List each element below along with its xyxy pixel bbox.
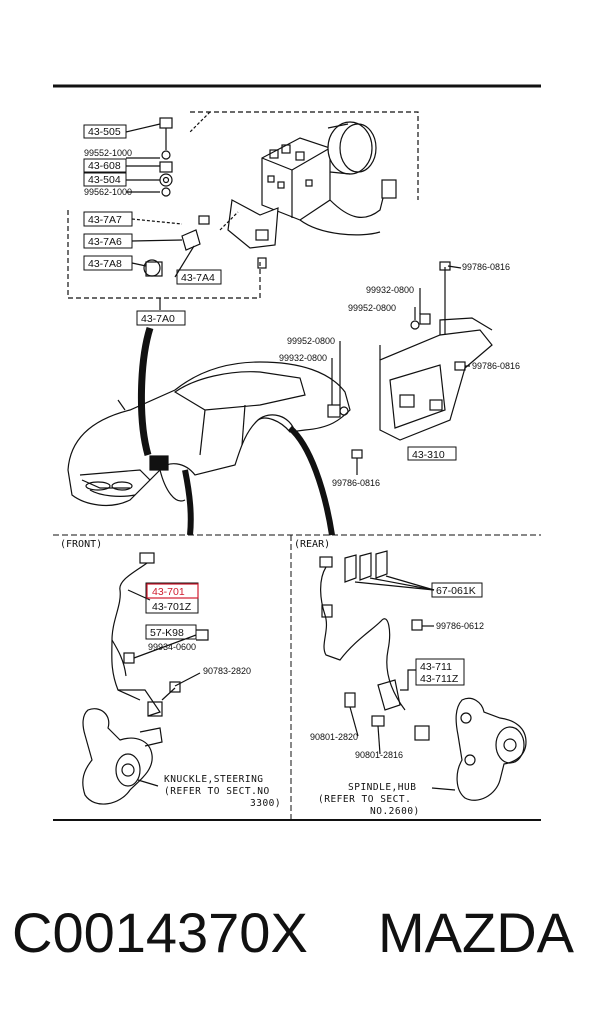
front-note-line1: KNUCKLE,STEERING [164, 774, 264, 785]
label-99786-0816-bottom: 99786-0816 [332, 478, 380, 488]
label-43-505: 43-505 [88, 126, 121, 138]
brand-name: MAZDA [378, 901, 574, 964]
label-57-k98: 57-K98 [150, 627, 184, 639]
label-99552-1000: 99552-1000 [84, 148, 132, 158]
label-43-711z: 43-711Z [420, 673, 459, 685]
label-43-310: 43-310 [412, 449, 445, 461]
label-43-504: 43-504 [88, 174, 121, 186]
label-99932-0800-b: 99932-0800 [279, 353, 327, 363]
highlight-box-43-701 [146, 583, 199, 599]
label-99786-0816-top: 99786-0816 [462, 262, 510, 272]
rear-sensor-group [319, 550, 527, 801]
part-code: C0014370X [12, 901, 308, 964]
label-99952-0800-a: 99952-0800 [348, 303, 396, 313]
label-90801-2820: 90801-2820 [310, 732, 358, 742]
label-43-7a4: 43-7A4 [181, 272, 215, 284]
label-99934-0600: 99934-0600 [148, 642, 196, 652]
label-67-061k: 67-061K [436, 585, 476, 597]
label-43-701: 43-701 [152, 586, 185, 598]
label-43-608: 43-608 [88, 160, 121, 172]
front-pointer-arrow [182, 469, 194, 536]
front-note-line3: 3300) [250, 798, 281, 809]
label-99562-1000: 99562-1000 [84, 187, 132, 197]
label-boxes [83, 124, 483, 686]
rear-pointer-arrow [287, 425, 335, 536]
label-99786-0816-right: 99786-0816 [472, 361, 520, 371]
abs-pointer-arrow [137, 326, 154, 456]
label-90801-2816: 90801-2816 [355, 750, 403, 760]
label-43-701z: 43-701Z [152, 601, 192, 613]
front-sensor-group [82, 552, 209, 805]
label-99786-0612: 99786-0612 [436, 621, 484, 631]
label-43-7a0: 43-7A0 [141, 313, 175, 325]
section-rear: (REAR) [294, 539, 330, 550]
label-43-711: 43-711 [420, 661, 452, 673]
bracket-group [327, 261, 493, 475]
abs-unit-group [67, 111, 419, 310]
rear-note-line1: SPINDLE,HUB [348, 782, 416, 793]
label-43-7a7: 43-7A7 [88, 214, 122, 226]
label-43-7a8: 43-7A8 [88, 258, 122, 270]
front-note-line2: (REFER TO SECT.NO [164, 786, 270, 797]
label-99952-0800-b: 99952-0800 [287, 336, 335, 346]
car-illustration [67, 361, 351, 506]
label-90783-2820: 90783-2820 [203, 666, 251, 676]
rear-note-line3: NO.2600) [370, 806, 420, 817]
label-43-7a6: 43-7A6 [88, 236, 122, 248]
label-99932-0800-a: 99932-0800 [366, 285, 414, 295]
rear-note-line2: (REFER TO SECT. [318, 794, 411, 805]
section-front: (FRONT) [60, 539, 102, 550]
caption: C0014370X MAZDA [0, 900, 600, 970]
